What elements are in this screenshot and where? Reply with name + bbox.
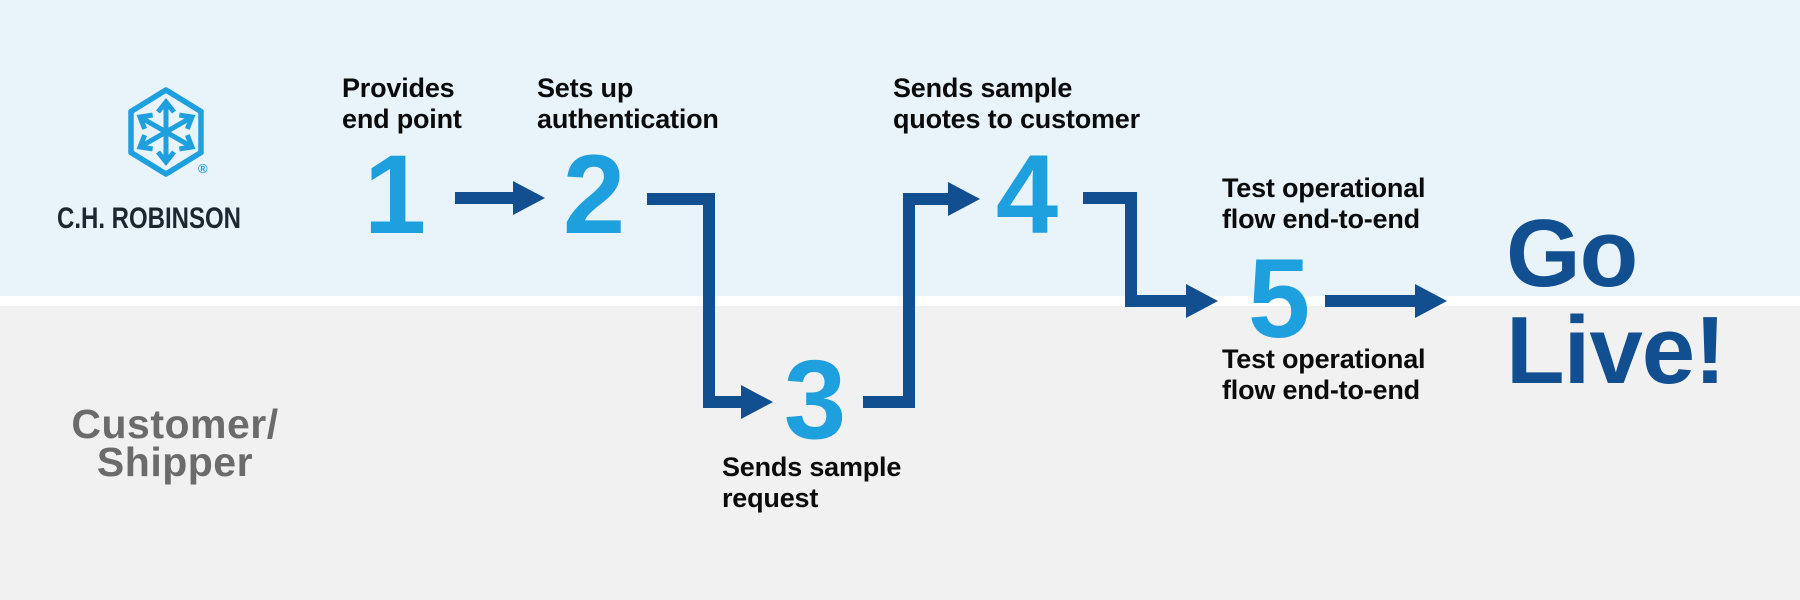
step-5-number: 5 <box>1247 236 1311 361</box>
arrow-step3-to-step4 <box>863 182 980 408</box>
step-1-number: 1 <box>363 132 427 257</box>
step-2-number: 2 <box>562 132 626 257</box>
lane-chrobinson <box>0 0 1800 296</box>
lane-customer-shipper <box>0 306 1800 600</box>
step-4-label: Sends sample quotes to customer <box>893 73 1140 134</box>
go-live-text: Go Live! <box>1506 200 1726 404</box>
step-4-number: 4 <box>995 132 1059 257</box>
step-3-number: 3 <box>783 337 847 462</box>
step-5-label-above: Test operational flow end-to-end <box>1222 173 1426 234</box>
arrow-step4-to-step5 <box>1083 192 1218 318</box>
arrow-step2-to-step3 <box>647 193 773 419</box>
step-1-label: Provides end point <box>342 73 462 134</box>
arrow-step5-to-golive <box>1325 284 1447 318</box>
registered-trademark-icon: ® <box>198 161 208 176</box>
chrobinson-hexagon-logo-icon <box>128 87 204 177</box>
arrow-step1-to-step2 <box>455 181 545 215</box>
lane-label-customer-shipper: Customer/ Shipper <box>71 401 279 485</box>
step-5-label-below: Test operational flow end-to-end <box>1222 344 1426 405</box>
lane-divider <box>0 296 1800 306</box>
step-2-label: Sets up authentication <box>537 73 719 134</box>
step-3-label: Sends sample request <box>722 452 902 513</box>
chrobinson-wordmark: C.H. ROBINSON <box>57 202 242 235</box>
